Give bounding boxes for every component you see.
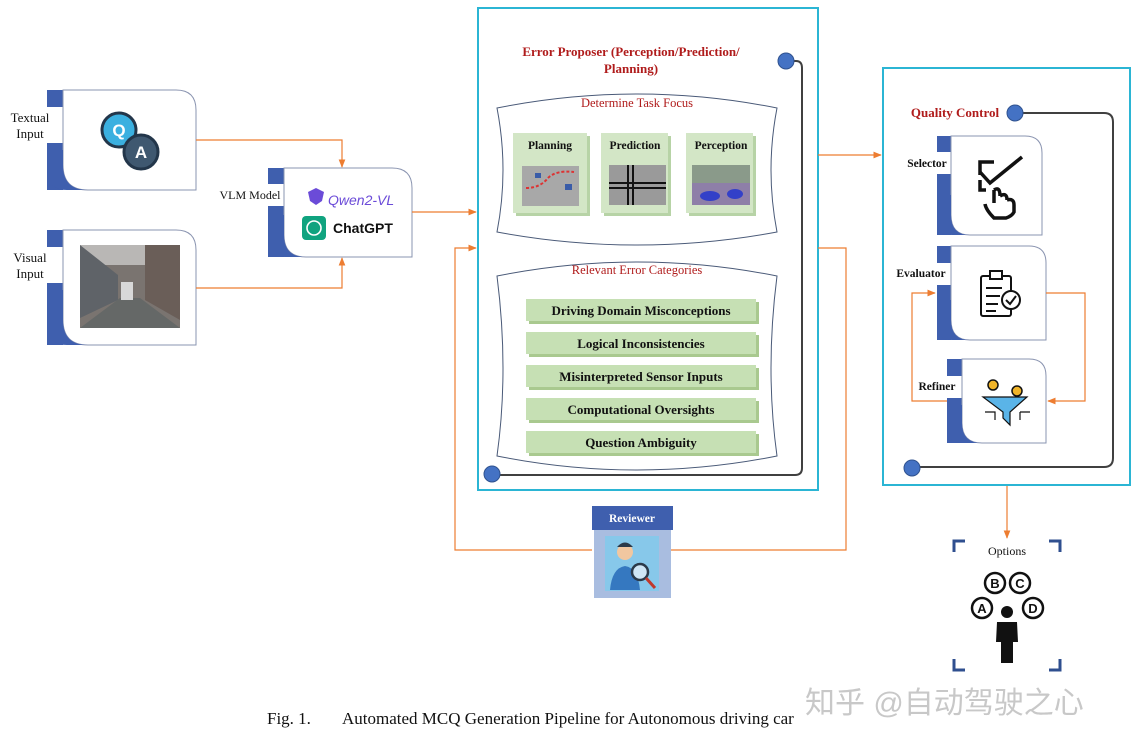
error-proposer-frame: Error Proposer (Perception/Prediction/ P…: [477, 7, 819, 491]
task-perception: Perception: [686, 133, 756, 216]
qa-chat-icon: Q A: [100, 111, 160, 171]
funnel-gears-icon: [981, 379, 1030, 427]
error-category-item: Misinterpreted Sensor Inputs: [526, 365, 759, 390]
error-proposer-title: Error Proposer (Perception/Prediction/: [522, 44, 740, 59]
visual-input-label: Visual: [13, 250, 47, 265]
task-focus-title: Determine Task Focus: [581, 96, 693, 110]
connector-dot: [1006, 104, 1024, 122]
svg-text:Planning): Planning): [604, 61, 658, 76]
reviewer-label: Reviewer: [609, 513, 655, 525]
arrow-textual-to-vlm: [196, 139, 346, 168]
svg-text:A: A: [135, 143, 147, 162]
task-prediction: Prediction: [601, 133, 671, 216]
error-category-item: Question Ambiguity: [526, 431, 759, 456]
svg-text:Question Ambiguity: Question Ambiguity: [585, 435, 697, 450]
visual-input-card: Visual Input: [13, 229, 197, 346]
svg-text:Perception: Perception: [695, 140, 748, 152]
quality-control-frame: Quality Control Selector Evaluator: [882, 67, 1131, 486]
svg-text:Misinterpreted Sensor Inputs: Misinterpreted Sensor Inputs: [559, 369, 722, 384]
connector-dot: [483, 465, 501, 483]
error-category-item: Logical Inconsistencies: [526, 332, 759, 357]
svg-text:Input: Input: [16, 126, 44, 141]
street-scene-image: [80, 245, 180, 328]
textual-input-label: Textual: [11, 110, 50, 125]
svg-text:Computational Oversights: Computational Oversights: [568, 402, 715, 417]
qwen-logo-icon: [308, 188, 324, 205]
chatgpt-logo-icon: [302, 216, 326, 240]
svg-text:D: D: [1028, 601, 1037, 616]
watermark: 知乎 @自动驾驶之心: [805, 687, 1084, 720]
refiner-card: Refiner: [913, 358, 1047, 444]
clipboard-check-icon: [980, 270, 1021, 317]
arrow-refiner-to-evaluator: [911, 289, 947, 402]
svg-text:Driving Domain Misconceptions: Driving Domain Misconceptions: [551, 303, 730, 318]
error-categories-title: Relevant Error Categories: [572, 263, 703, 277]
arrow-visual-to-vlm: [196, 257, 346, 289]
task-planning: Planning: [513, 133, 590, 216]
reviewer-card: Reviewer: [592, 506, 673, 598]
checkbox-hand-icon: [978, 155, 1024, 220]
multiple-choice-person-icon: A B C D: [970, 571, 1045, 663]
options-panel: Options A B C D: [952, 539, 1062, 672]
selector-label: Selector: [907, 158, 947, 170]
textual-input-card: Textual Input Q A: [11, 89, 197, 191]
reviewer-feedback-arrow: [454, 244, 592, 551]
svg-text:Logical Inconsistencies: Logical Inconsistencies: [577, 336, 704, 351]
svg-text:C: C: [1015, 576, 1025, 591]
connector-dot: [777, 52, 795, 70]
evaluator-label: Evaluator: [896, 268, 945, 280]
figure-caption-prefix: Fig. 1.: [267, 709, 311, 728]
figure-caption: Automated MCQ Generation Pipeline for Au…: [342, 709, 794, 728]
arrow-evaluator-to-refiner: [1046, 292, 1086, 405]
vlm-model-card: VLM Model Qwen2-VL ChatGPT: [220, 167, 413, 258]
svg-text:A: A: [977, 601, 987, 616]
qwen2-vl-logo: Qwen2-VL: [328, 192, 394, 208]
reviewer-loop-line: [658, 247, 847, 551]
refiner-label: Refiner: [918, 381, 955, 393]
svg-text:Input: Input: [16, 266, 44, 281]
error-category-item: Computational Oversights: [526, 398, 759, 423]
svg-text:B: B: [990, 576, 999, 591]
vlm-model-label: VLM Model: [220, 188, 282, 202]
connector-dot: [903, 459, 921, 477]
options-label: Options: [988, 544, 1026, 558]
evaluator-card: Evaluator: [893, 245, 1047, 341]
chatgpt-logo: ChatGPT: [333, 220, 393, 236]
svg-text:Planning: Planning: [528, 140, 572, 152]
reviewer-magnifier-icon: [605, 536, 659, 591]
svg-text:Prediction: Prediction: [610, 140, 661, 152]
quality-control-title: Quality Control: [911, 105, 1000, 120]
selector-card: Selector: [903, 135, 1043, 236]
error-category-item: Driving Domain Misconceptions: [526, 299, 759, 324]
svg-text:Q: Q: [112, 121, 125, 140]
